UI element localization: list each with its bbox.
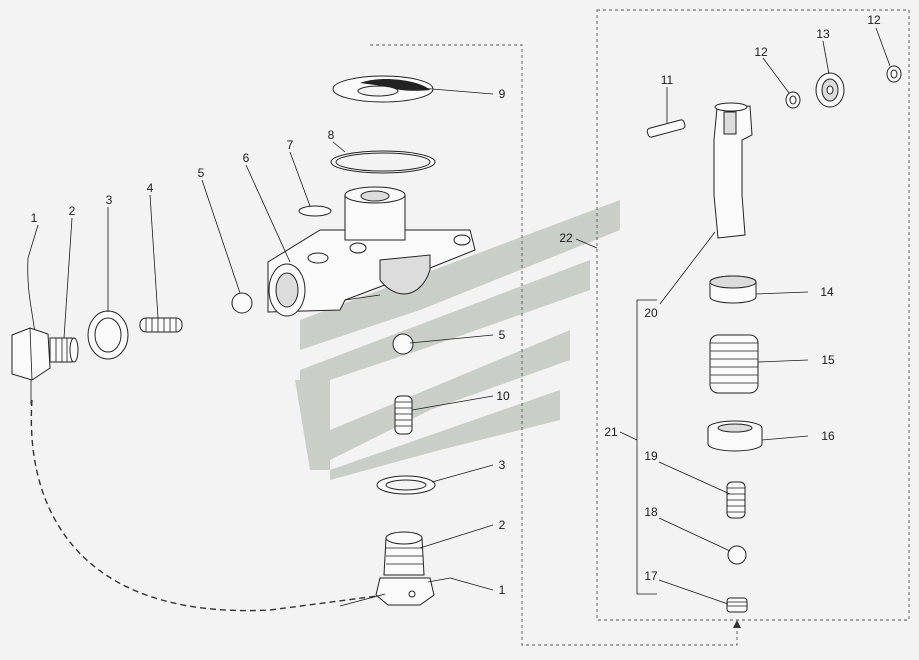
callout-17: 17 bbox=[644, 569, 658, 583]
part-1-lower-wire bbox=[339, 577, 451, 607]
callout-20: 20 bbox=[644, 306, 658, 320]
callout-21: 21 bbox=[604, 425, 618, 439]
part-11-pin bbox=[646, 119, 686, 138]
callout-19: 19 bbox=[644, 449, 658, 463]
callout-labels: 1 2 3 4 5 6 7 8 9 5 10 3 2 1 11 12 13 12… bbox=[31, 13, 881, 597]
part-5-left-ball bbox=[231, 292, 253, 314]
bracket-21 bbox=[636, 299, 657, 595]
callout-13: 13 bbox=[816, 27, 830, 41]
callout-12-a: 12 bbox=[754, 45, 768, 59]
callout-2-left: 2 bbox=[69, 204, 76, 218]
callout-22: 22 bbox=[559, 231, 573, 245]
part-12-small-washer-a bbox=[785, 91, 801, 109]
callout-8: 8 bbox=[328, 128, 335, 142]
callout-3-lower: 3 bbox=[499, 458, 506, 472]
assembly-link-path bbox=[370, 44, 738, 646]
part-17-plug bbox=[726, 597, 748, 613]
callout-4: 4 bbox=[147, 181, 154, 195]
callout-5-center: 5 bbox=[499, 328, 506, 342]
wire-link-path bbox=[30, 399, 386, 612]
part-8-oring bbox=[330, 150, 436, 174]
part-2-lower-plug bbox=[375, 531, 435, 606]
part-2-left-bolt bbox=[11, 327, 79, 381]
part-13-bearing bbox=[815, 72, 845, 108]
callout-1-lower: 1 bbox=[499, 583, 506, 597]
arrow-head-icon bbox=[733, 620, 741, 628]
assembly-box-22 bbox=[596, 9, 910, 621]
part-16-seat bbox=[707, 420, 763, 452]
part-7-small-ring bbox=[298, 205, 332, 217]
group-boundaries bbox=[30, 9, 910, 646]
part-12-small-washer-b bbox=[886, 65, 902, 83]
callout-15: 15 bbox=[821, 353, 835, 367]
part-14-cap bbox=[709, 275, 757, 304]
callout-9: 9 bbox=[499, 87, 506, 101]
part-18-ball bbox=[727, 545, 747, 565]
callout-12-b: 12 bbox=[867, 13, 881, 27]
callout-5-left: 5 bbox=[198, 166, 205, 180]
part-3-lower-washer bbox=[376, 475, 436, 495]
callout-11: 11 bbox=[661, 73, 674, 87]
part-4-spring bbox=[139, 317, 183, 333]
part-20-shaft bbox=[713, 102, 753, 239]
callout-3-left: 3 bbox=[106, 193, 113, 207]
leader-lines bbox=[27, 27, 891, 605]
callout-16: 16 bbox=[821, 429, 835, 443]
part-3-left-washer bbox=[87, 310, 129, 360]
callout-18: 18 bbox=[644, 505, 658, 519]
part-15-main-spring bbox=[709, 334, 759, 394]
part-10-spring bbox=[394, 395, 413, 435]
callout-1-left: 1 bbox=[31, 211, 38, 225]
callout-6: 6 bbox=[243, 151, 250, 165]
part-6-valve-body bbox=[267, 186, 476, 317]
part-19-small-spring bbox=[726, 481, 746, 519]
callout-7: 7 bbox=[287, 138, 294, 152]
watermark-logo bbox=[295, 200, 620, 480]
callout-14: 14 bbox=[820, 285, 834, 299]
part-9-gasket bbox=[332, 75, 434, 103]
part-5-center-ball bbox=[392, 333, 414, 355]
callout-2-lower: 2 bbox=[499, 518, 506, 532]
callout-10: 10 bbox=[496, 389, 510, 403]
